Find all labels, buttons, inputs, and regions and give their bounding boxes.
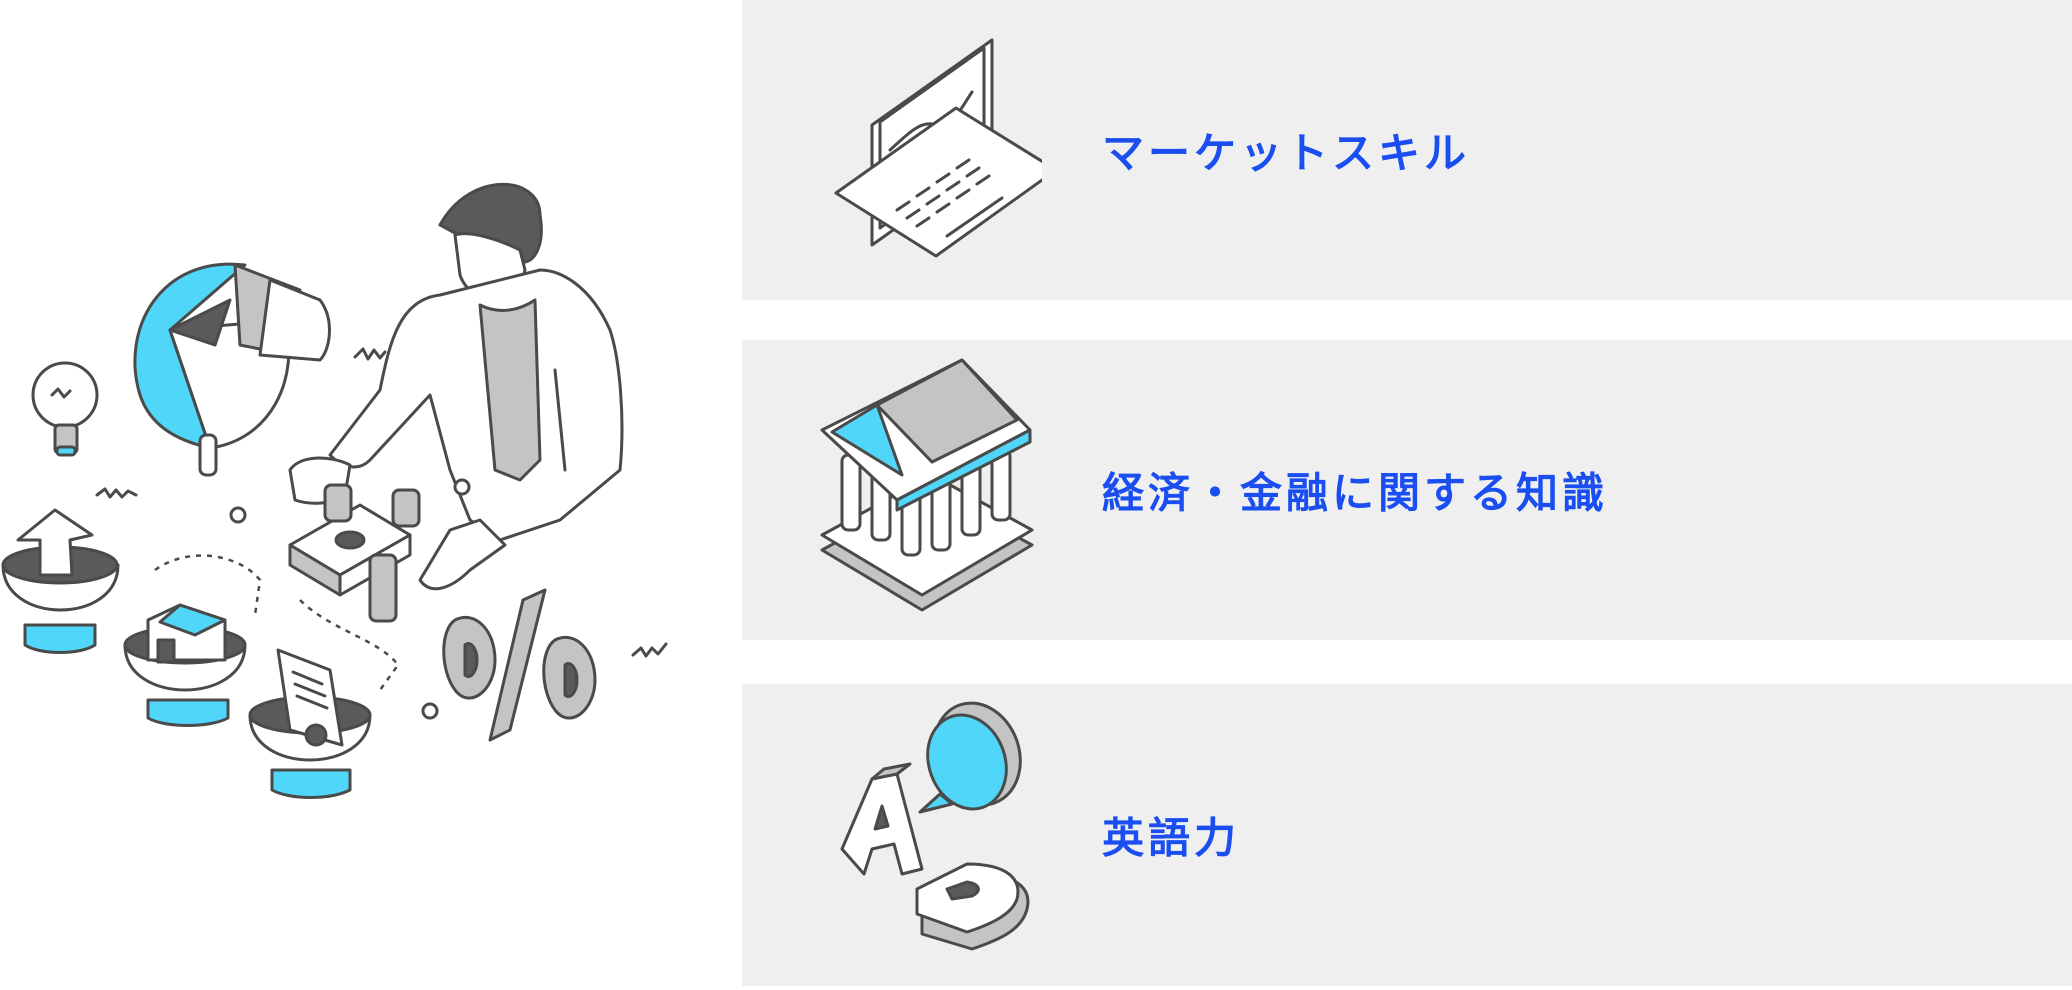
cash-and-coins-icon: [288, 483, 421, 623]
bank-building-icon: [802, 350, 1042, 630]
bowl-with-document-icon: [248, 648, 372, 799]
lightbulb-icon: [31, 361, 99, 457]
skill-panel-finance: 経済・金融に関する知識: [742, 340, 2072, 640]
skill-panel-english: 英語力: [742, 684, 2072, 986]
person-with-money-icon: [1, 182, 668, 799]
skill-label-finance: 経済・金融に関する知識: [1102, 468, 1609, 518]
ab-speech-bubble-icon: [802, 694, 1042, 974]
person-icon: [288, 182, 624, 591]
bowl-with-house-icon: [123, 603, 247, 727]
skill-label-english: 英語力: [1102, 813, 1241, 863]
percent-symbol-icon: [442, 588, 597, 742]
skill-label-market: マーケットスキル: [1102, 128, 1471, 178]
skill-panel-market: マーケットスキル: [742, 0, 2072, 300]
bowl-with-arrow-icon: [1, 508, 120, 654]
laptop-chart-icon: [802, 10, 1058, 290]
finance-illustration: [0, 0, 742, 986]
pie-chart-icon: [133, 262, 331, 477]
